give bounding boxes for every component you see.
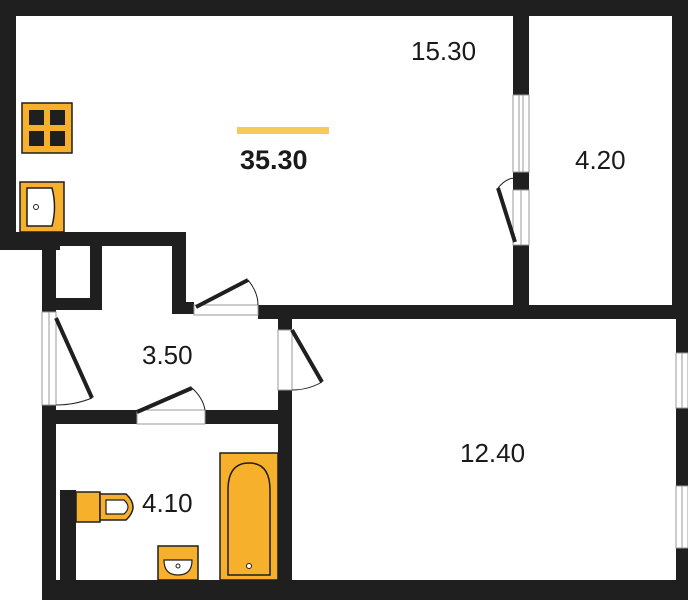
room-area-bathroom: 4.10	[142, 488, 193, 518]
wall-closet-right	[90, 232, 102, 310]
wall-bedroom-right-b	[676, 408, 688, 486]
door-swing-icon	[136, 386, 206, 425]
wall-left-upper	[0, 0, 16, 250]
wall-balcony-divider-upper	[513, 0, 529, 95]
wall-hall-left-upper	[42, 232, 56, 312]
wall-corridor-top	[42, 232, 182, 246]
room-area-balcony: 4.20	[575, 145, 626, 175]
wall-closet-bottom	[56, 298, 102, 310]
wall-step	[172, 232, 186, 314]
wall-balcony-right	[672, 0, 688, 319]
wall-step-bottom	[172, 302, 194, 314]
wall-bath-top-left	[42, 410, 137, 424]
wall-hall-left-lower	[42, 405, 56, 600]
room-area-hall: 3.50	[142, 340, 193, 370]
door-swing-icon	[54, 317, 94, 406]
wall-bottom	[42, 580, 688, 600]
total-area-accent-bar	[237, 127, 329, 134]
windows	[41, 94, 688, 549]
door-swing-icon	[496, 177, 517, 243]
bathtub-icon	[219, 452, 279, 581]
room-area-living-kitchen: 15.30	[411, 36, 477, 66]
kitchen-sink-icon	[19, 181, 65, 233]
wall-living-bedroom	[258, 305, 688, 319]
wall-divider-lower	[278, 390, 292, 600]
door-swing-icon	[193, 278, 259, 316]
washbasin-icon	[157, 545, 199, 581]
wall-balcony-divider-mid	[513, 172, 529, 190]
wall-balcony-top	[529, 12, 672, 16]
toilet-icon	[75, 491, 134, 523]
room-area-bedroom: 12.40	[460, 438, 526, 468]
total-area-label: 35.30	[240, 145, 308, 175]
wall-bedroom-right-a	[676, 305, 688, 353]
wall-bath-partition	[60, 490, 76, 600]
doors	[54, 177, 517, 425]
wall-balcony-divider-lower	[513, 245, 529, 319]
wall-bath-top-right	[205, 410, 292, 424]
wall-divider-top	[278, 318, 292, 330]
door-swing-icon	[277, 329, 324, 391]
stove-icon	[21, 102, 73, 154]
window-living-balcony	[512, 94, 530, 173]
